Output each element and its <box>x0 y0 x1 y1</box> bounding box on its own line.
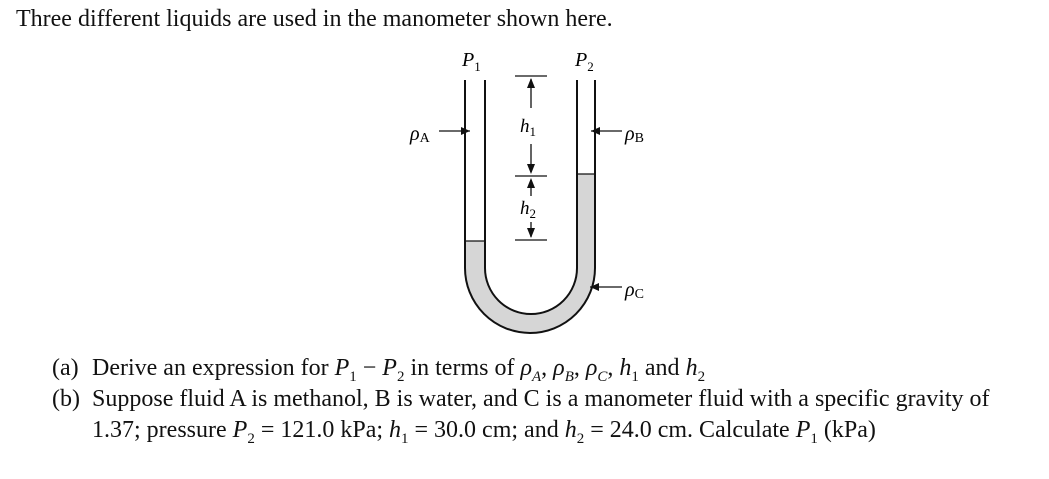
arrow-rho-b-head <box>591 127 600 135</box>
label-h1: h1 <box>520 116 536 139</box>
h1-arrow-up <box>527 78 535 88</box>
h1-arrow-down <box>527 164 535 174</box>
part-b-text: Suppose fluid A is methanol, B is water,… <box>92 386 990 447</box>
part-a-text: Derive an expression for P1 − P2 in term… <box>92 355 706 385</box>
label-h2: h2 <box>520 198 536 221</box>
label-p1: P1 <box>461 49 481 74</box>
h2-arrow-up <box>527 178 535 188</box>
arrow-rho-c-head <box>590 283 599 291</box>
arrow-rho-a-head <box>461 127 470 135</box>
fluid-c-fill <box>465 174 595 333</box>
h2-arrow-down <box>527 228 535 238</box>
label-rho-b: ρB <box>624 123 644 146</box>
tube-outer-wall <box>464 80 596 334</box>
label-rho-a: ρA <box>409 123 431 146</box>
part-a: (a) Derive an expression for P1 − P2 in … <box>52 353 1042 384</box>
label-rho-c: ρC <box>624 279 644 302</box>
label-p2: P2 <box>574 49 594 74</box>
part-b-label: (b) <box>52 386 80 412</box>
part-b: (b) Suppose fluid A is methanol, B is wa… <box>52 384 1042 446</box>
manometer-diagram: P1 P2 ρA ρB ρC h1 h2 <box>409 49 644 334</box>
problem-intro: Three different liquids are used in the … <box>16 6 613 32</box>
tube-inner-wall <box>484 80 578 315</box>
part-a-label: (a) <box>52 355 79 381</box>
problem-parts: (a) Derive an expression for P1 − P2 in … <box>52 353 1042 446</box>
